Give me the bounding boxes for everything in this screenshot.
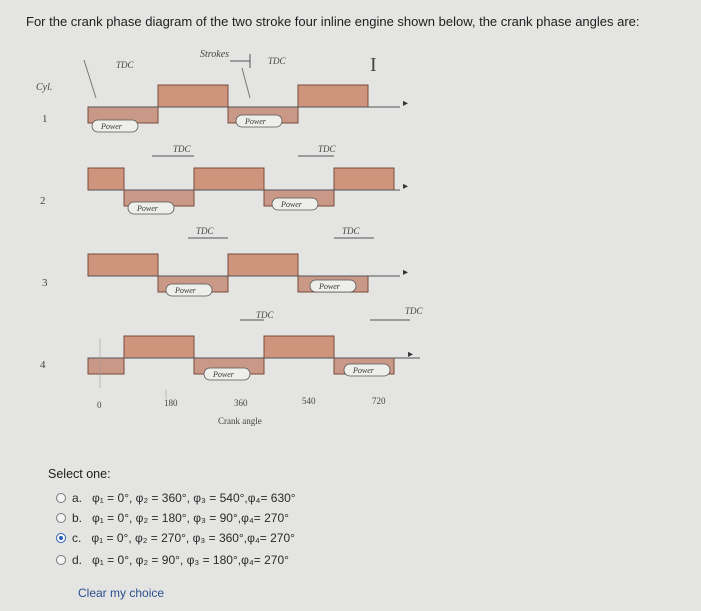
power-label-4b: Power — [352, 366, 375, 375]
question-text: For the crank phase diagram of the two s… — [26, 14, 640, 29]
strokes-label: Strokes — [200, 49, 229, 60]
cyl-number-2: 2 — [40, 195, 46, 207]
clear-choice-link[interactable]: Clear my choice — [78, 586, 165, 600]
option-b[interactable]: b. φ₁ = 0°, φ₂ = 180°, φ₃ = 90°,φ₄= 270° — [56, 510, 289, 526]
svg-text:▸: ▸ — [403, 267, 408, 278]
option-c-letter: c. — [72, 531, 82, 545]
angle-tick-540: 540 — [302, 396, 316, 406]
cylinder-4-row: TDC TDC Power Power — [87, 306, 424, 381]
option-d-text: φ₁ = 0°, φ₂ = 90°, φ₃ = 180°,φ₄= 270° — [92, 553, 289, 567]
option-a-text: φ₁ = 0°, φ₂ = 360°, φ₃ = 540°,φ₄= 630° — [92, 491, 296, 505]
cyl-label: Cyl. — [36, 82, 52, 93]
option-a-letter: a. — [72, 491, 83, 505]
cyl-number-3: 3 — [42, 277, 48, 289]
angle-tick-360: 360 — [234, 398, 248, 408]
radio-option-c[interactable] — [56, 533, 66, 543]
svg-text:▸: ▸ — [403, 98, 408, 109]
tdc-label-4b: TDC — [405, 306, 424, 316]
power-label-3b: Power — [318, 282, 341, 291]
radio-option-a[interactable] — [56, 493, 66, 503]
tdc-label-1b: TDC — [268, 56, 287, 66]
power-label-1a: Power — [100, 122, 123, 131]
option-a[interactable]: a. φ₁ = 0°, φ₂ = 360°, φ₃ = 540°,φ₄= 630… — [56, 490, 296, 506]
option-b-letter: b. — [72, 511, 83, 525]
tdc-label-1a: TDC — [116, 60, 135, 70]
cylinder-1-row: TDC TDC Power Power — [83, 56, 400, 133]
option-c[interactable]: c. φ₁ = 0°, φ₂ = 270°, φ₃ = 360°,φ₄= 270… — [56, 530, 295, 546]
power-label-2a: Power — [136, 204, 159, 213]
tdc-label-3a: TDC — [196, 226, 215, 236]
radio-option-b[interactable] — [56, 513, 66, 523]
svg-text:▸: ▸ — [408, 349, 413, 360]
power-label-4a: Power — [212, 370, 235, 379]
power-label-2b: Power — [280, 200, 303, 209]
tdc-label-4a: TDC — [256, 310, 275, 320]
crank-phase-diagram: Strokes I Cyl. 1 2 3 4 TDC TDC Power Pow… — [0, 38, 701, 438]
option-d[interactable]: d. φ₁ = 0°, φ₂ = 90°, φ₃ = 180°,φ₄= 270° — [56, 552, 289, 568]
power-label-1b: Power — [244, 117, 267, 126]
svg-text:▸: ▸ — [403, 181, 408, 192]
tdc-label-3b: TDC — [342, 226, 361, 236]
crank-angle-label: Crank angle — [218, 416, 262, 426]
cylinder-3-row: TDC TDC Power Power — [87, 226, 400, 297]
option-b-text: φ₁ = 0°, φ₂ = 180°, φ₃ = 90°,φ₄= 270° — [92, 511, 289, 525]
select-one-label: Select one: — [48, 467, 111, 481]
cylinder-2-row: TDC TDC Power Power — [87, 144, 400, 215]
angle-tick-180: 180 — [164, 398, 178, 408]
power-label-3a: Power — [174, 286, 197, 295]
angle-tick-0: 0 — [97, 400, 102, 410]
option-c-text: φ₁ = 0°, φ₂ = 270°, φ₃ = 360°,φ₄= 270° — [91, 531, 295, 545]
tdc-label-2b: TDC — [318, 144, 337, 154]
radio-option-d[interactable] — [56, 555, 66, 565]
tdc-label-2a: TDC — [173, 144, 192, 154]
option-d-letter: d. — [72, 553, 83, 567]
cyl-number-4: 4 — [40, 359, 46, 371]
cyl-number-1: 1 — [42, 113, 48, 125]
angle-tick-720: 720 — [372, 396, 386, 406]
stroke-marker: I — [370, 54, 377, 76]
